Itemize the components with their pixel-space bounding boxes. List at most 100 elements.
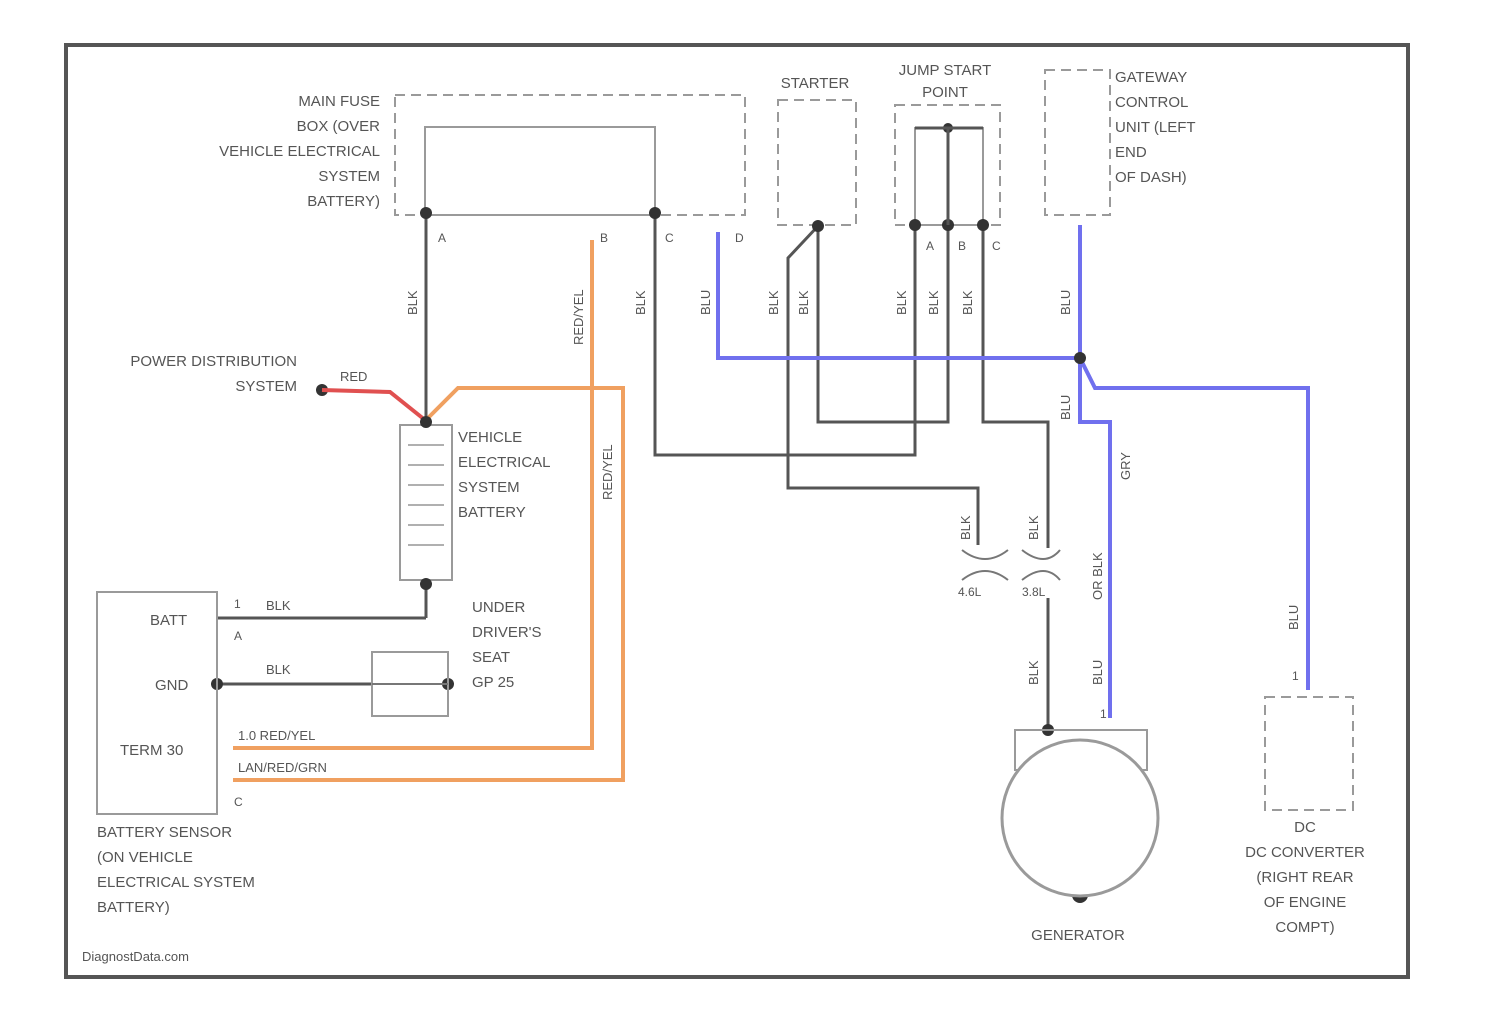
diagram-text: DC [1294, 819, 1316, 836]
diagram-text: BATTERY) [97, 899, 170, 916]
diagram-text: BOX (OVER [297, 118, 381, 135]
main-fuse-box-label: MAIN FUSE BOX (OVER VEHICLE ELECTRICAL S… [219, 93, 380, 210]
diagram-text: RED/YEL [600, 444, 615, 500]
pin-fuse-c: C [665, 231, 674, 245]
diagram-text: ELECTRICAL SYSTEM [97, 874, 255, 891]
diagram-text: DC CONVERTER [1245, 844, 1365, 861]
diagram-text: DRIVER'S [472, 624, 542, 641]
wire-labels: BLK RED/YEL BLK BLU BLK BLK BLK BLK BLK … [238, 289, 1301, 775]
sensor-pin-batt: BATT [150, 612, 187, 629]
splice-dots [211, 123, 1088, 903]
diagram-text: LAN/RED/GRN [238, 760, 327, 775]
diagram-text: BLK [266, 598, 291, 613]
pin-fuse-d: D [735, 231, 744, 245]
main-fuse-box-inner [425, 127, 655, 215]
pin-dc-converter: 1 [1292, 669, 1299, 683]
diagram-text: BATTERY SENSOR [97, 824, 232, 841]
watermark: DiagnostData.com [82, 949, 189, 964]
starter-label: STARTER [781, 75, 850, 92]
jump-start-posts [915, 128, 983, 225]
diagram-text: POWER DISTRIBUTION [130, 353, 297, 370]
battery-body [400, 425, 452, 580]
diagram-text: BATTERY) [307, 193, 380, 210]
diagram-text: BLK [796, 290, 811, 315]
diagram-text: OF DASH) [1115, 169, 1187, 186]
diagram-text: BLK [405, 290, 420, 315]
battery-sensor-label: BATTERY SENSOR (ON VEHICLE ELECTRICAL SY… [97, 824, 255, 916]
diagram-text: BLU [1058, 395, 1073, 420]
pin-sensor-c: C [234, 795, 243, 809]
diagram-text: BLK [960, 290, 975, 315]
diagram-text: BLU [1090, 660, 1105, 685]
diagram-text: (ON VEHICLE [97, 849, 193, 866]
diagram-text: BLU [1058, 290, 1073, 315]
diagram-text: GP 25 [472, 674, 514, 691]
diagram-text: POINT [922, 84, 968, 101]
diagram-text: OR BLK [1090, 552, 1105, 600]
pin-jump-c: C [992, 239, 1001, 253]
connector-label-46: 4.6L [958, 585, 982, 599]
dc-converter-label: DC DC CONVERTER (RIGHT REAR OF ENGINE CO… [1245, 819, 1365, 936]
diagram-text: JUMP START [899, 62, 992, 79]
starter-outline [778, 100, 856, 225]
generator-label: GENERATOR [1031, 927, 1125, 944]
diagram-text: SYSTEM [458, 479, 520, 496]
jump-start-label: JUMP START POINT [899, 62, 992, 101]
blue-splice [1074, 352, 1086, 364]
diagram-text: SEAT [472, 649, 510, 666]
connector-label-38: 3.8L [1022, 585, 1046, 599]
diagram-text: END [1115, 144, 1147, 161]
diagram-text: BLK [266, 662, 291, 677]
pin-fuse-a: A [438, 231, 446, 245]
diagram-text: CONTROL [1115, 94, 1188, 111]
diagram-text: VEHICLE ELECTRICAL [219, 143, 380, 160]
diagram-text: BLK [633, 290, 648, 315]
main-fuse-box-outline [395, 95, 745, 215]
diagram-text: BLU [698, 290, 713, 315]
dc-converter-outline [1265, 697, 1353, 810]
pin-sensor-a: A [234, 629, 242, 643]
diagram-text: SYSTEM [235, 378, 297, 395]
diagram-frame [66, 45, 1408, 977]
pin-fuse-b: B [600, 231, 608, 245]
diagram-text: OF ENGINE [1264, 894, 1347, 911]
battery-label: VEHICLE ELECTRICAL SYSTEM BATTERY [458, 429, 551, 521]
pin-jump-a: A [926, 239, 934, 253]
black-wires [217, 213, 1048, 728]
diagram-text: BLK [958, 515, 973, 540]
diagram-text: BLK [926, 290, 941, 315]
diagram-text: ELECTRICAL [458, 454, 551, 471]
engine-connector [962, 550, 1060, 580]
diagram-text: BLK [1026, 660, 1041, 685]
diagram-text: (RIGHT REAR [1256, 869, 1353, 886]
red-wire [322, 390, 425, 420]
battery-cells [408, 445, 444, 545]
diagram-text: UNIT (LEFT [1115, 119, 1196, 136]
diagram-text: BLK [894, 290, 909, 315]
diagram-text: BLK [766, 290, 781, 315]
orange-wires [233, 240, 623, 780]
sensor-pin-term: TERM 30 [120, 742, 183, 759]
generator-body [1002, 740, 1158, 896]
diagram-text: UNDER [472, 599, 526, 616]
gateway-outline [1045, 70, 1110, 215]
gateway-label: GATEWAY CONTROL UNIT (LEFT END OF DASH) [1115, 69, 1196, 186]
pin-sensor-1: 1 [234, 597, 241, 611]
diagram-text: RED/YEL [571, 289, 586, 345]
sensor-pin-gnd: GND [155, 677, 189, 694]
diagram-text: VEHICLE [458, 429, 522, 446]
pin-jump-b: B [958, 239, 966, 253]
diagram-text: BLU [1286, 605, 1301, 630]
diagram-text: GATEWAY [1115, 69, 1187, 86]
under-seat-label: UNDER DRIVER'S SEAT GP 25 [472, 599, 542, 691]
pin-generator: 1 [1100, 707, 1107, 721]
diagram-text: MAIN FUSE [298, 93, 380, 110]
red-wire-label: RED [340, 369, 367, 384]
diagram-text: BLK [1026, 515, 1041, 540]
diagram-text: SYSTEM [318, 168, 380, 185]
power-distribution-label: POWER DISTRIBUTION SYSTEM [130, 353, 297, 395]
diagram-text: 1.0 RED/YEL [238, 728, 315, 743]
diagram-text: BATTERY [458, 504, 526, 521]
diagram-text: COMPT) [1275, 919, 1334, 936]
